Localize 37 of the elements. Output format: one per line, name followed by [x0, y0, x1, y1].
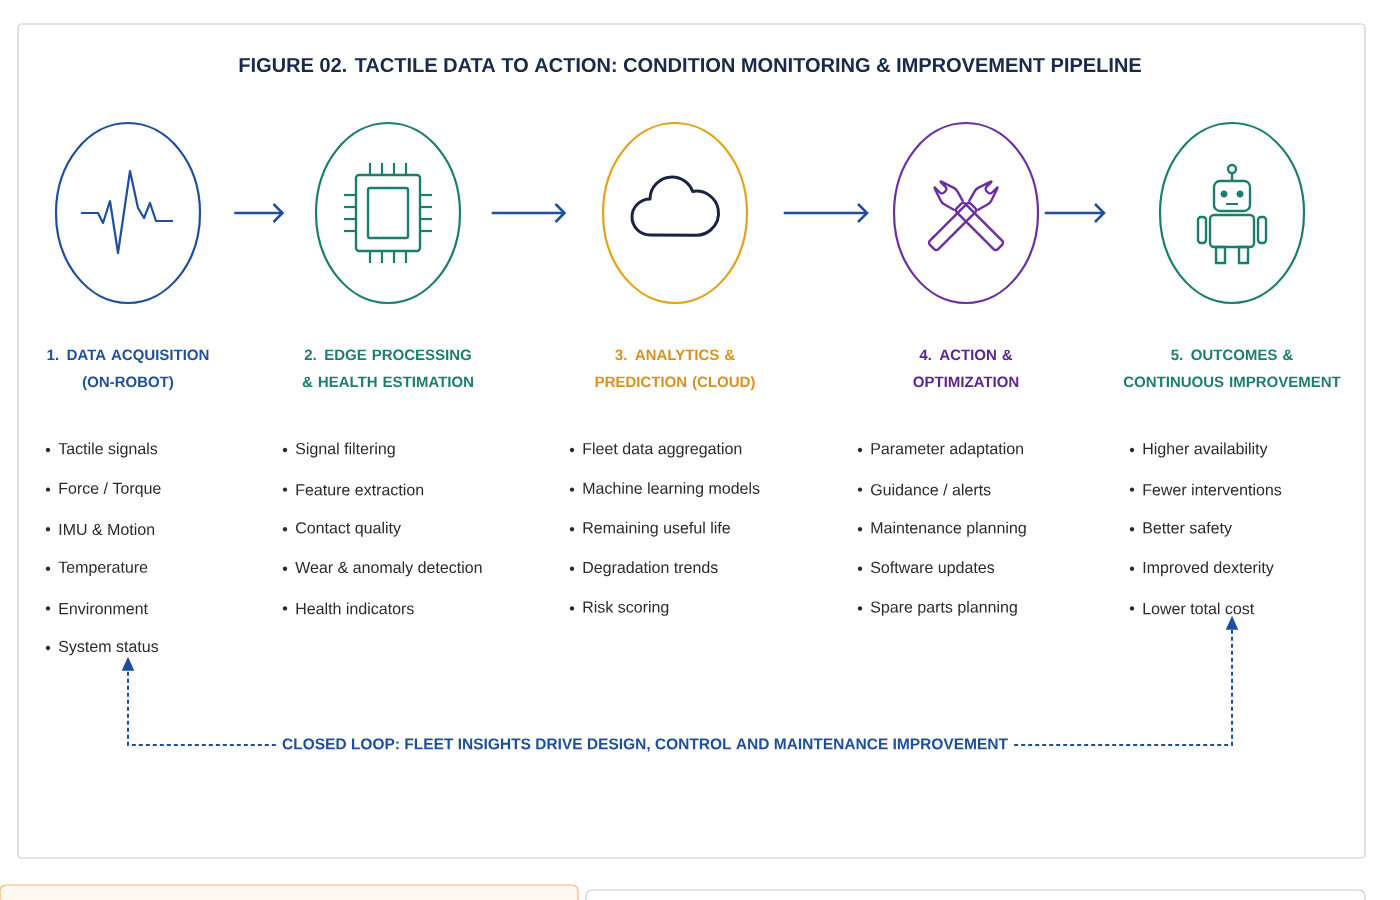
bullet-item: Temperature [45, 561, 148, 576]
bullet-item: Machine learning models [569, 482, 760, 498]
bullet-item: Contact quality [282, 521, 401, 537]
stage-heading: 5. OUTCOMES & CONTINUOUS IMPROVEMENT [1123, 349, 1341, 388]
bullet-item: Force / Torque [45, 482, 161, 498]
bullet-item: Guidance / alerts [857, 483, 991, 496]
bullet-item: Wear & anomaly detection [282, 561, 482, 577]
bullet-item: Lower total cost [1129, 602, 1255, 615]
bullet-item: Better safety [1129, 521, 1232, 537]
arrow [491, 203, 567, 223]
bullet-item: Feature extraction [282, 483, 424, 496]
bullet-item: Health indicators [282, 602, 414, 615]
arrow [1044, 203, 1106, 223]
bullet-item: Maintenance planning [857, 521, 1026, 537]
bullet-item: Spare parts planning [857, 600, 1017, 616]
bullet-item: Tactile signals [45, 442, 158, 458]
bullet-item: Improved dexterity [1129, 561, 1274, 577]
title: FIGURE 02. TACTILE DATA TO ACTION: CONDITION MONITORING & IMPROVEMENT PIPELINE [239, 57, 1141, 73]
stage-heading: 4. ACTION & OPTIMIZATION [913, 349, 1019, 388]
bullet-item: Risk scoring [569, 600, 669, 616]
bullet-item: Remaining useful life [569, 521, 730, 537]
arrow [234, 203, 285, 223]
stage-heading: 3. ANALYTICS & PREDICTION (CLOUD) [595, 349, 755, 391]
stage-heading: 1. DATA ACQUISITION (ON-ROBOT) [47, 349, 209, 391]
arrow [783, 203, 869, 223]
bullet-item: Environment [45, 602, 148, 615]
bullet-item: Fleet data aggregation [569, 442, 742, 458]
stage-heading: 2. EDGE PROCESSING & HEALTH ESTIMATION [302, 349, 473, 388]
bullet-item: Higher availability [1129, 442, 1268, 458]
loop-label: CLOSED LOOP: FLEET INSIGHTS DRIVE DESIGN, CONTROL AND MAINTENANCE IMPROVEMENT [282, 738, 1008, 752]
bullet-item: System status [45, 640, 159, 656]
bullet-item: IMU & Motion [45, 523, 155, 536]
bullet-item: Fewer interventions [1129, 483, 1282, 496]
bullet-item: Software updates [857, 561, 995, 577]
bullet-item: Parameter adaptation [857, 442, 1023, 458]
bullet-item: Signal filtering [282, 442, 395, 458]
bullet-item: Degradation trends [569, 561, 718, 577]
